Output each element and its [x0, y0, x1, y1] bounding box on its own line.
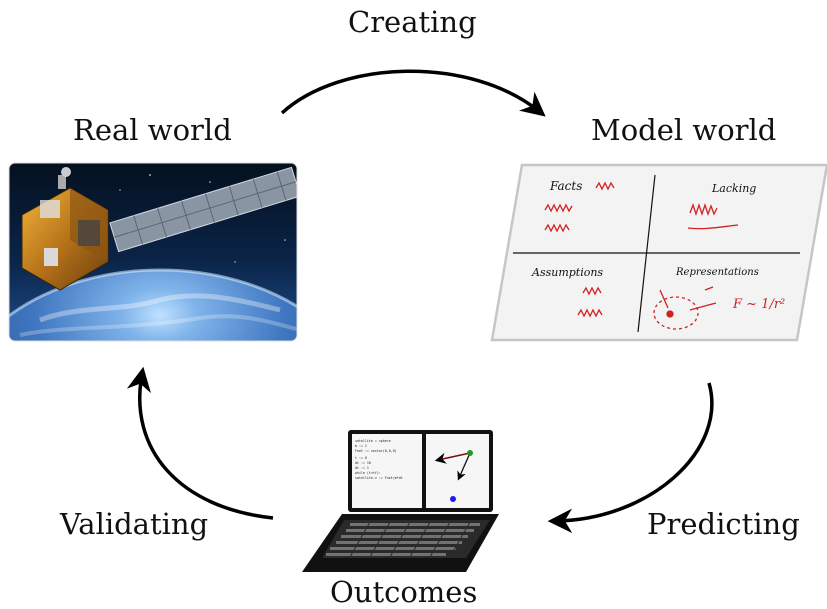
svg-text:satellite.v := Fnet/m*dt: satellite.v := Fnet/m*dt [355, 476, 403, 480]
assumptions-heading: Assumptions [531, 266, 603, 279]
validating-label: Validating [60, 507, 209, 541]
svg-text:t := 0: t := 0 [355, 456, 367, 460]
model-world-label: Model world [591, 113, 777, 147]
satellite-dot [467, 450, 473, 456]
code-listing: satellite = sphere m := 1 Fnet := vector… [355, 439, 403, 480]
svg-text:Fnet := vector(0,0,0): Fnet := vector(0,0,0) [355, 449, 397, 453]
creating-arrow [280, 69, 546, 117]
predicting-label: Predicting [647, 507, 800, 541]
satellite-photo [9, 163, 297, 341]
predicting-arrow [547, 382, 714, 534]
laptop: satellite = sphere m := 1 Fnet := vector… [302, 430, 499, 572]
force-formula: F ~ 1/r² [732, 297, 785, 312]
svg-text:while (t<tf):: while (t<tf): [355, 471, 381, 475]
svg-text:satellite = sphere: satellite = sphere [355, 439, 391, 443]
svg-text:dt := 10: dt := 10 [355, 461, 371, 465]
red-scribbles [544, 181, 739, 330]
earth-dot [450, 496, 456, 502]
solar-panel [109, 166, 297, 253]
code-pane [352, 434, 422, 508]
keyboard-keys [326, 523, 480, 556]
simulation-pane [426, 434, 489, 508]
validating-arrow [126, 366, 274, 520]
outcomes-label: Outcomes [330, 575, 478, 609]
model-whiteboard: Facts Lacking Assumptions Representation… [490, 163, 827, 342]
satellite-body [21, 167, 109, 291]
svg-text:m := 1: m := 1 [355, 444, 367, 448]
lacking-heading: Lacking [711, 182, 756, 195]
svg-text:dt := 1: dt := 1 [355, 466, 369, 470]
creating-label: Creating [348, 5, 477, 39]
facts-heading: Facts [549, 179, 582, 193]
real-world-label: Real world [73, 113, 232, 147]
representations-heading: Representations [675, 267, 759, 278]
